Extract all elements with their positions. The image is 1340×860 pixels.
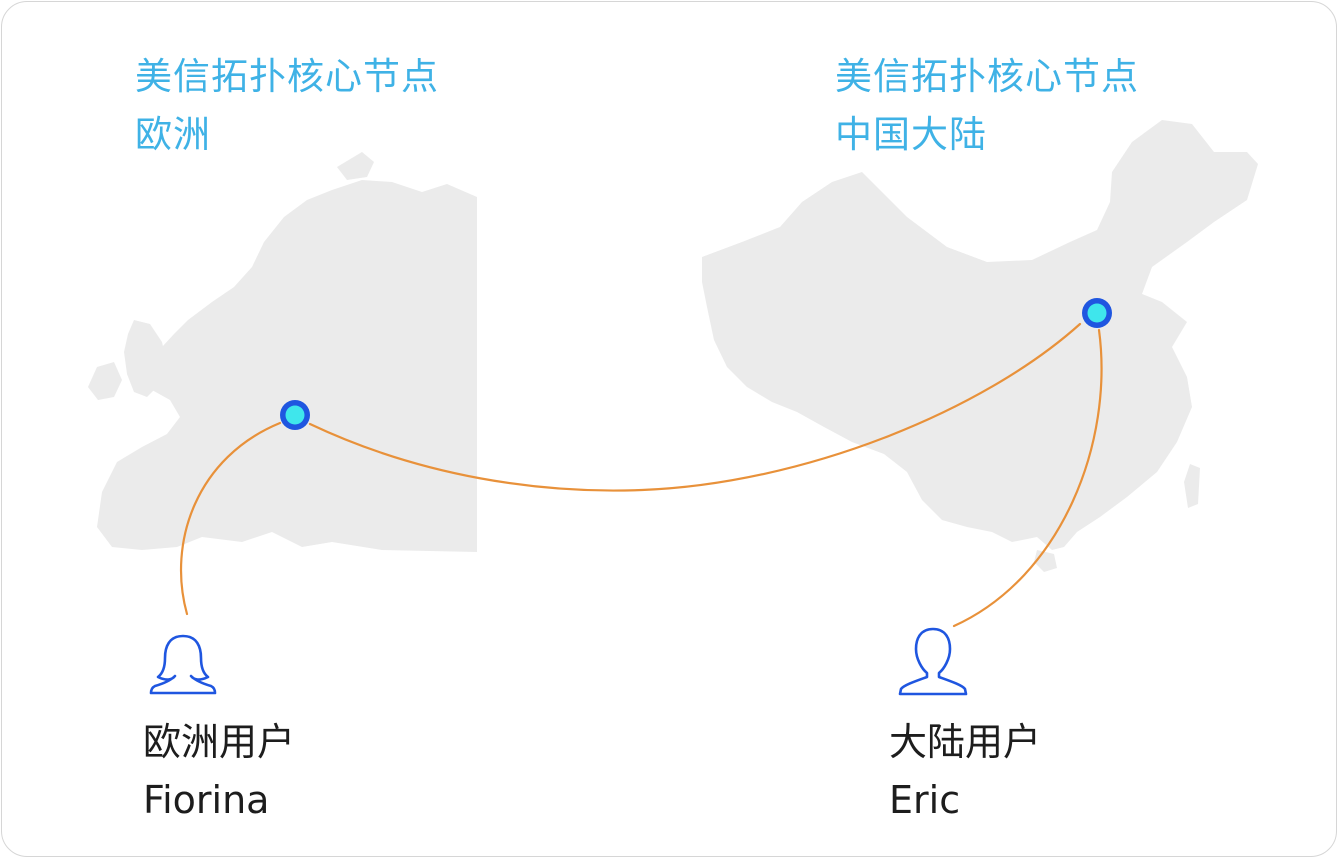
china-map: [702, 120, 1258, 572]
china-user-role: 大陆用户: [889, 720, 1042, 764]
china-node-region: 中国大陆: [835, 113, 987, 156]
connection-lines: [179, 322, 1103, 628]
europe-node-label: 美信拓扑核心节点 欧洲: [135, 48, 439, 164]
europe-core-node[interactable]: [280, 400, 310, 430]
europe-user-role: 欧洲用户: [143, 720, 296, 764]
europe-map: [88, 152, 477, 552]
europe-user-name: Fiorina: [143, 778, 270, 822]
china-node-title: 美信拓扑核心节点: [835, 55, 1139, 98]
china-user-name: Eric: [889, 778, 961, 822]
male-user-icon: [898, 627, 968, 696]
europe-node-region: 欧洲: [135, 113, 211, 156]
backbone-link-europe-china: [308, 322, 1082, 492]
europe-node-title: 美信拓扑核心节点: [135, 55, 439, 98]
china-user-label: 大陆用户 Eric: [889, 713, 1041, 829]
link-china-user: [952, 328, 1103, 628]
link-europe-user: [179, 421, 282, 616]
china-core-node[interactable]: [1082, 298, 1112, 328]
female-user-icon: [149, 634, 217, 695]
europe-user-label: 欧洲用户 Fiorina: [143, 713, 295, 829]
china-node-label: 美信拓扑核心节点 中国大陆: [835, 48, 1139, 164]
